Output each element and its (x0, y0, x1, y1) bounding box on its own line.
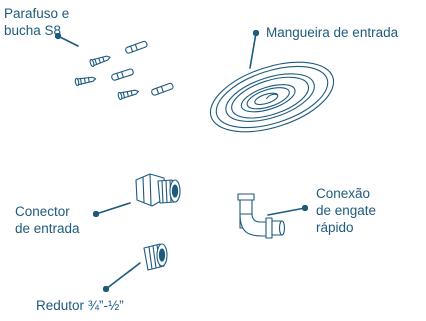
inlet-connector-icon (135, 173, 181, 207)
quick-connector-label-line-3: rápido (316, 220, 354, 235)
inlet-connector-leader-line (92, 202, 131, 218)
screws-label: Parafuso e bucha S8 (4, 5, 69, 39)
screws-label-line-1: Parafuso e (4, 6, 70, 21)
screws-label-line-2: bucha S8 (4, 23, 62, 38)
inlet-connector-label: Conector de entrada (15, 203, 80, 237)
inlet-connector-label-line-1: Conector (15, 204, 70, 219)
screw-and-anchor-icon (74, 40, 174, 101)
reducer-label: Redutor ¾”-½” (36, 297, 124, 314)
quick-connector-leader-line (267, 204, 309, 216)
hose-label-line-1: Mangueira de entrada (266, 25, 399, 40)
coiled-hose-icon (209, 61, 335, 133)
quick-connect-elbow-icon (237, 193, 286, 239)
reducer-label-line-1: Redutor ¾”-½” (36, 298, 124, 313)
hose-label: Mangueira de entrada (266, 24, 398, 41)
quick-connector-label: Conexão de engate rápido (316, 185, 376, 236)
inlet-connector-label-line-2: de entrada (15, 221, 80, 236)
screws-leader-line (54, 32, 79, 47)
hose-leader-line (249, 29, 260, 69)
quick-connector-label-line-1: Conexão (316, 186, 371, 201)
quick-connector-label-line-2: de engate (316, 203, 377, 218)
reducer-fitting-icon (143, 243, 168, 271)
reducer-leader-line (102, 262, 141, 293)
